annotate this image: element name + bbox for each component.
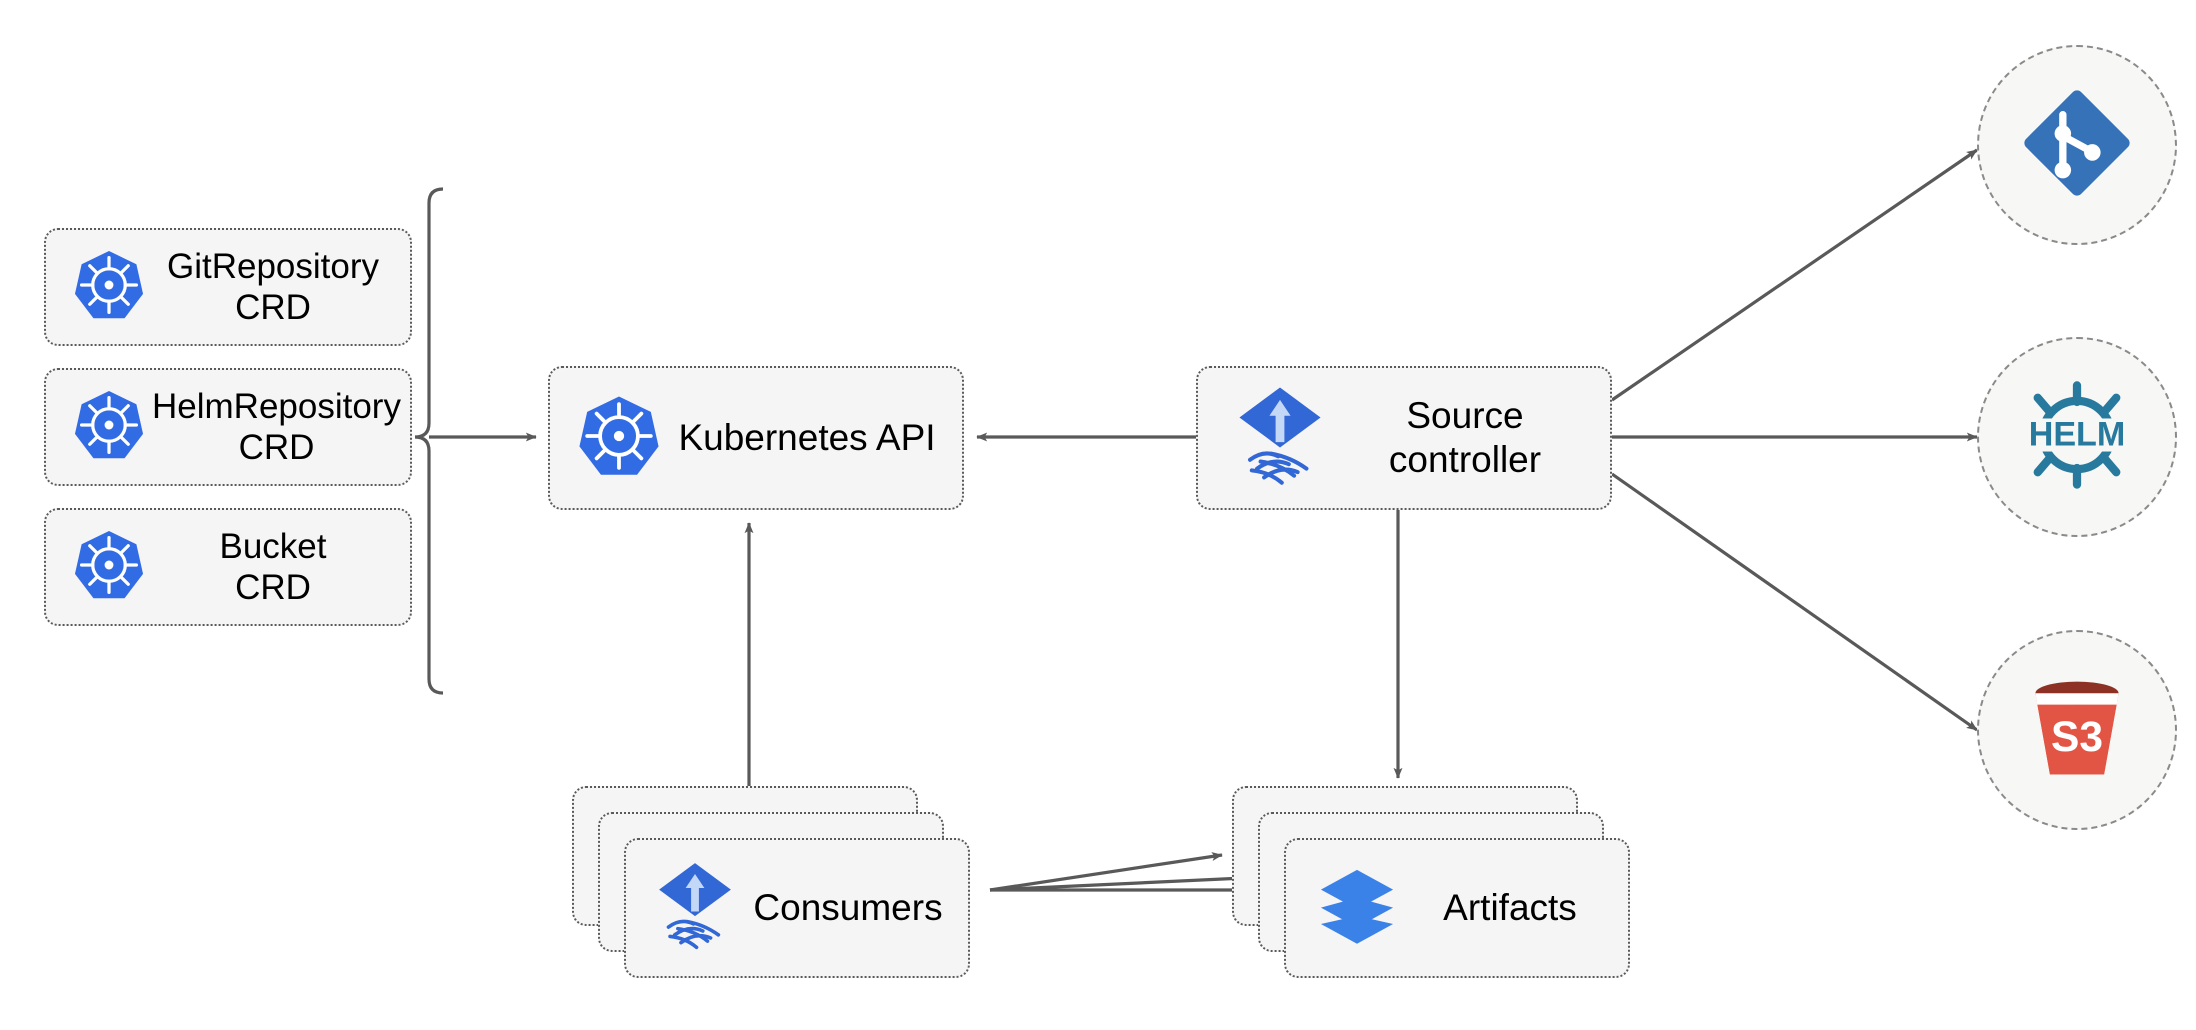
external-node-helm[interactable]: HELM — [1977, 337, 2177, 537]
flux-icon — [1234, 384, 1326, 493]
crd-card-gitrepository[interactable]: GitRepository CRD — [44, 228, 412, 346]
crd-card-bucket[interactable]: Bucket CRD — [44, 508, 412, 626]
edge-srcctl-to-s3 — [1611, 472, 1978, 732]
node-label: Source controller — [1388, 395, 1542, 480]
layers-icon — [1316, 865, 1398, 952]
kubernetes-icon — [72, 388, 146, 467]
node-consumers-stack[interactable]: Consumers — [572, 786, 972, 986]
edge-srcctl-to-git — [1611, 148, 1978, 402]
node-artifacts-stack[interactable]: Artifacts — [1232, 786, 1632, 986]
crd-group-brace — [414, 187, 444, 695]
git-icon — [2018, 84, 2136, 207]
node-source-controller[interactable]: Source controller — [1196, 366, 1612, 510]
kubernetes-icon — [72, 528, 146, 607]
edge-consumers-to-artifacts-1 — [989, 852, 1223, 892]
flux-icon — [656, 859, 734, 958]
node-label: Consumers — [753, 887, 943, 928]
kubernetes-icon — [576, 393, 662, 484]
artifacts-card-front[interactable]: Artifacts — [1284, 838, 1630, 978]
node-label: Artifacts — [1443, 887, 1577, 928]
external-node-s3[interactable]: S3 — [1977, 630, 2177, 830]
node-label: Kubernetes API — [678, 417, 936, 459]
s3-label: S3 — [2051, 713, 2103, 761]
edge-consumers-to-artifacts-2 — [989, 873, 1245, 892]
external-node-git[interactable] — [1977, 45, 2177, 245]
s3-icon: S3 — [2019, 670, 2135, 791]
helm-icon: HELM — [2015, 373, 2139, 502]
node-kubernetes-api[interactable]: Kubernetes API — [548, 366, 964, 510]
crd-card-helmrepository[interactable]: HelmRepository CRD — [44, 368, 412, 486]
crd-label: HelmRepository CRD — [152, 386, 401, 467]
kubernetes-icon — [72, 248, 146, 327]
crd-label: Bucket CRD — [219, 526, 327, 607]
consumers-card-front[interactable]: Consumers — [624, 838, 970, 978]
helm-label: HELM — [2029, 415, 2126, 453]
crd-label: GitRepository CRD — [166, 246, 380, 327]
